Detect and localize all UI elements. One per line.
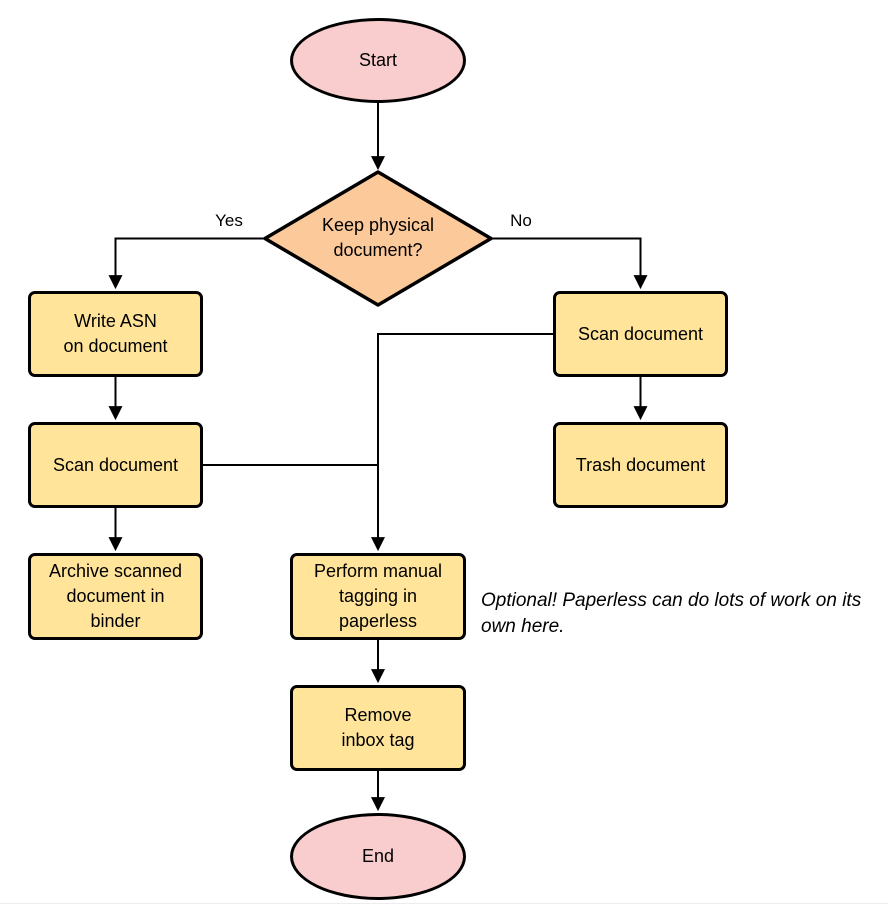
node-archive-binder: Archive scanned document in binder <box>28 553 203 640</box>
edge-label-no: No <box>510 211 532 230</box>
annotation-note: Optional! Paperless can do lots of work … <box>481 590 862 637</box>
node-end-label: End <box>361 846 395 866</box>
node-remove-inbox-line1: Remove <box>344 705 412 725</box>
node-start: Start <box>290 18 466 103</box>
node-decision-label: Keep physical document? <box>278 213 478 263</box>
node-tagging-line2: tagging in <box>338 586 418 606</box>
node-remove-inbox-line2: inbox tag <box>341 730 415 750</box>
node-trash-label: Trash document <box>575 454 706 475</box>
page-bottom-border <box>0 903 888 904</box>
node-archive-line2: document in <box>66 586 165 606</box>
connector-scanright-to-tagging <box>371 333 553 552</box>
node-archive-line3: binder <box>90 611 141 631</box>
node-manual-tagging: Perform manual tagging in paperless <box>290 553 466 640</box>
node-trash-document: Trash document <box>553 422 728 508</box>
decision-diamond <box>263 170 493 307</box>
node-write-asn: Write ASN on document <box>28 291 203 377</box>
decision-label-line2: document? <box>333 240 423 260</box>
edge-label-yes: Yes <box>215 211 243 230</box>
node-scan-document-left: Scan document <box>28 422 203 508</box>
node-write-asn-line1: Write ASN <box>74 311 157 331</box>
node-end: End <box>290 813 466 900</box>
connector-decision-no <box>491 237 648 290</box>
node-start-label: Start <box>358 50 397 70</box>
connector-decision-yes <box>108 237 265 290</box>
node-tagging-line1: Perform manual <box>313 561 443 581</box>
node-scan-left-label: Scan document <box>52 454 179 475</box>
node-scan-document-right: Scan document <box>553 291 728 377</box>
node-write-asn-line2: on document <box>63 336 168 356</box>
node-archive-line1: Archive scanned <box>48 561 183 581</box>
decision-label-line1: Keep physical <box>321 215 435 235</box>
node-scan-right-label: Scan document <box>577 323 704 344</box>
node-remove-inbox-tag: Remove inbox tag <box>290 685 466 771</box>
node-tagging-line3: paperless <box>338 611 418 631</box>
